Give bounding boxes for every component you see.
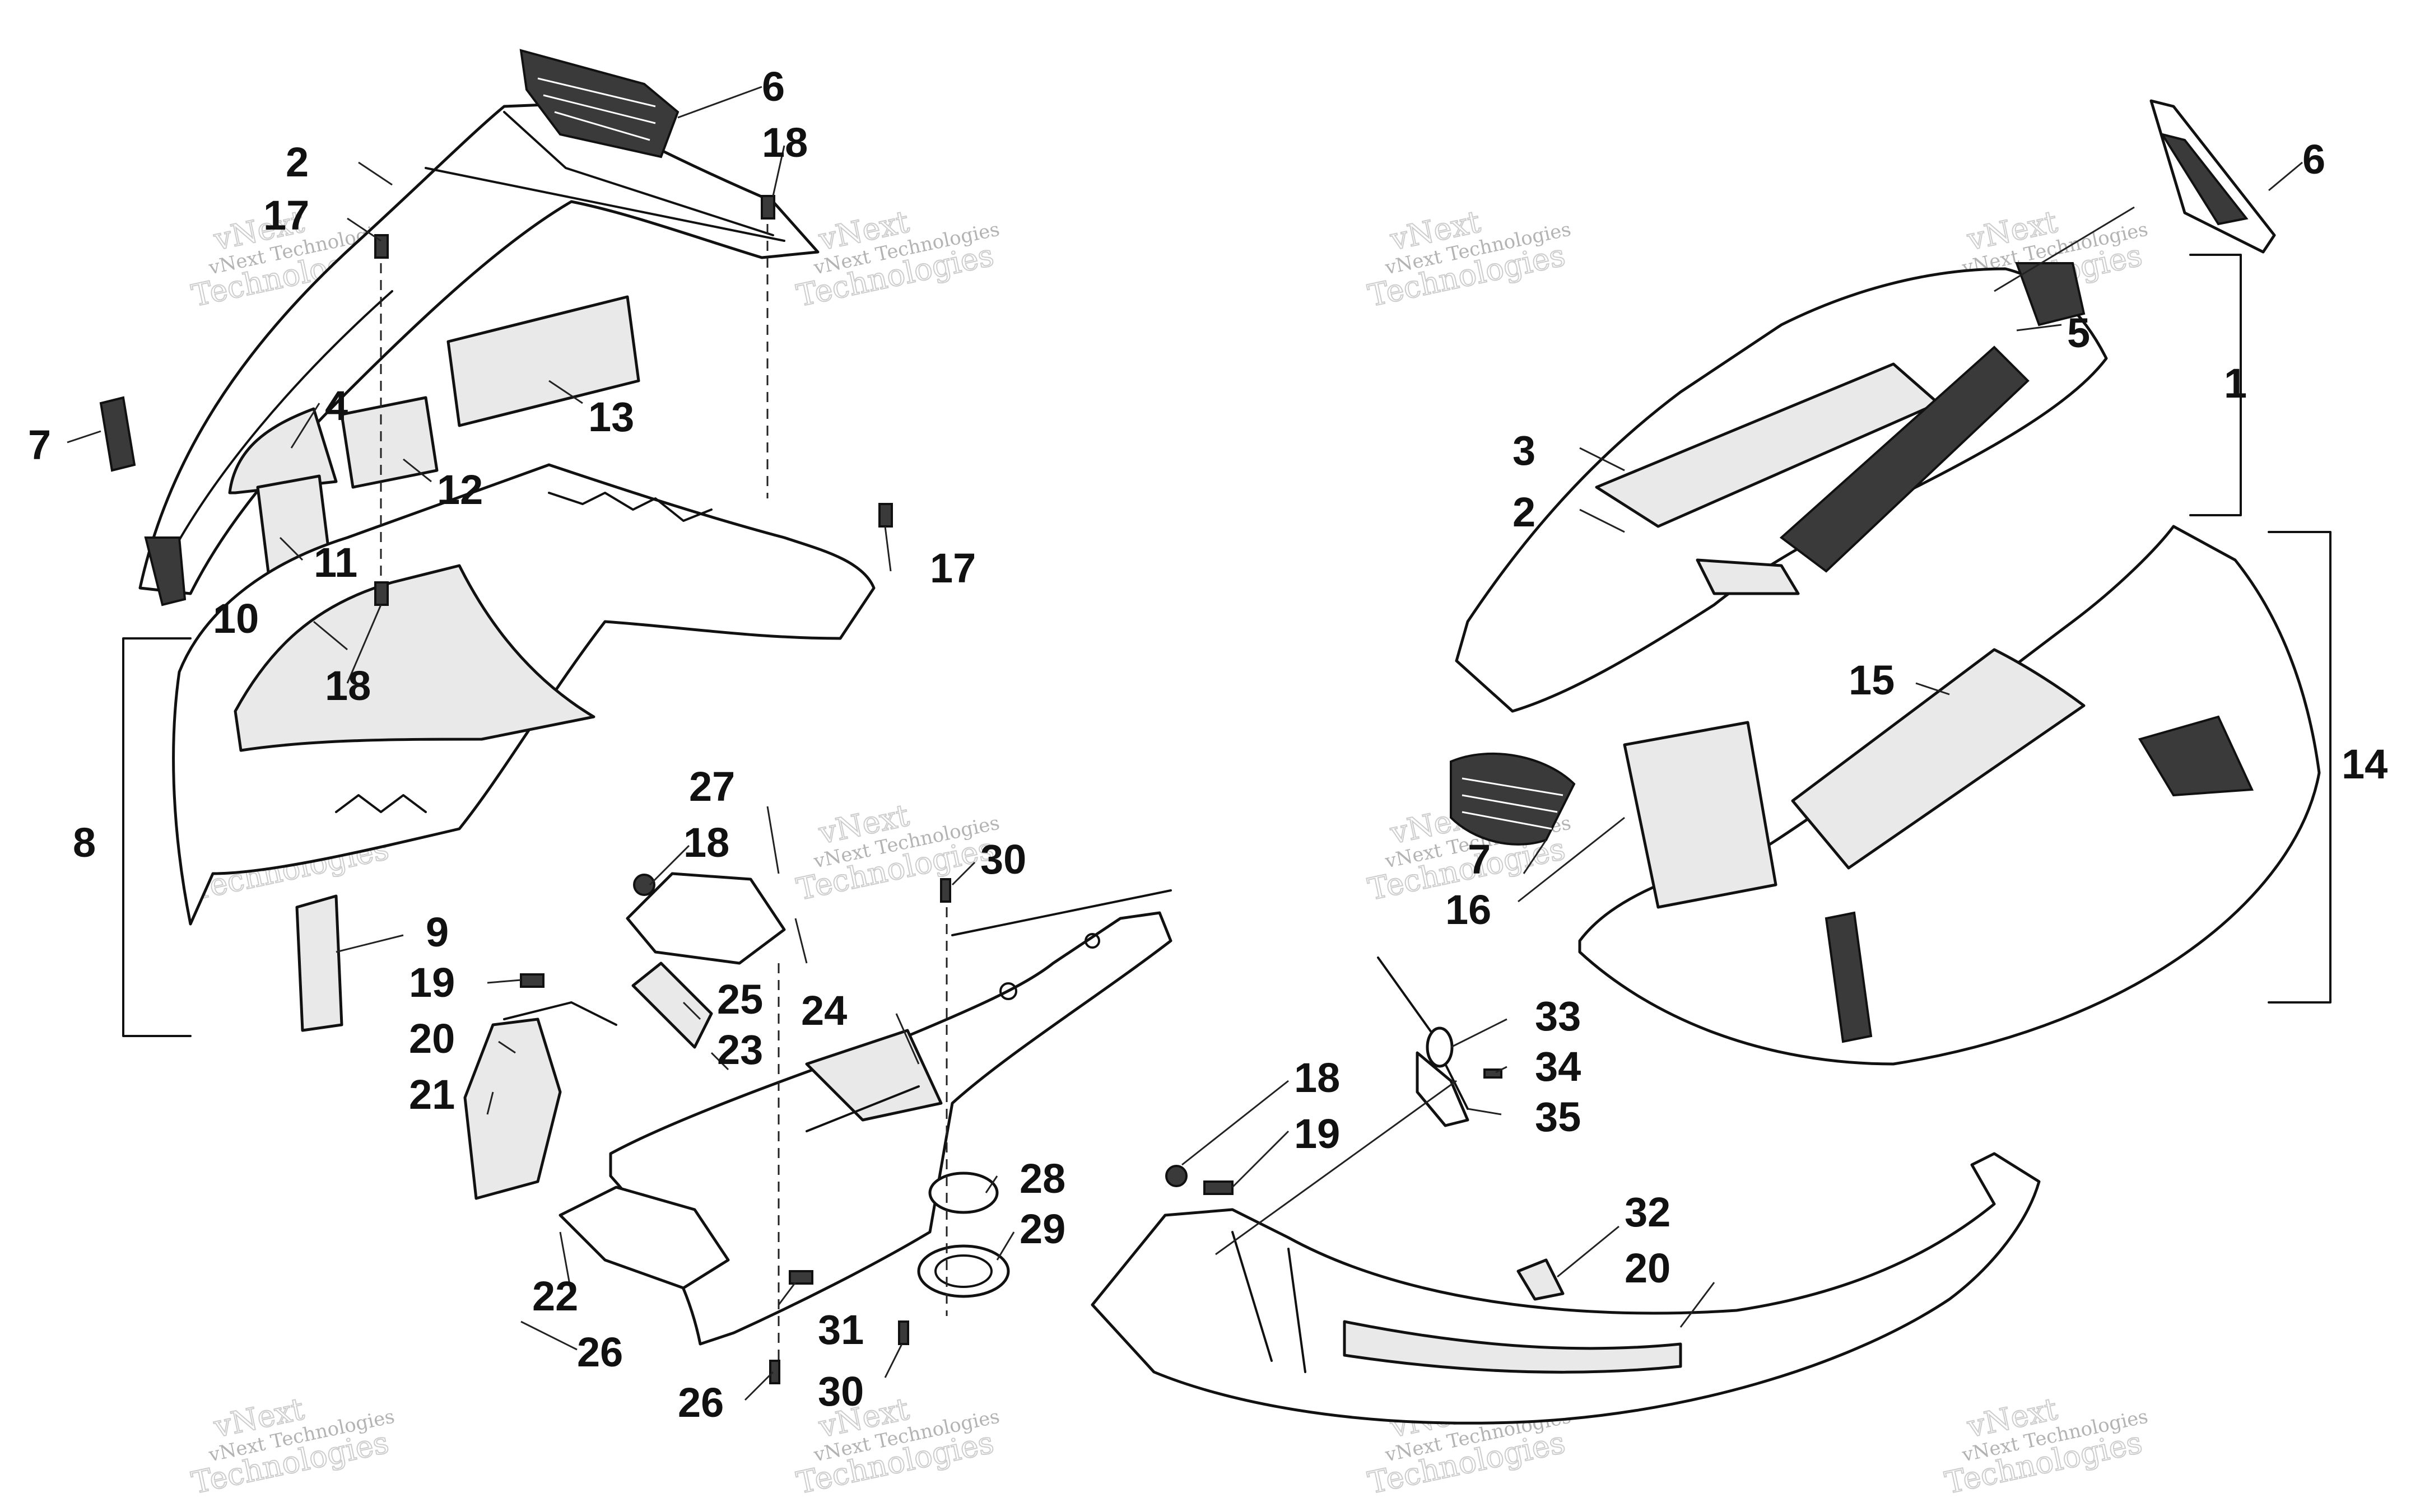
watermark: vNext vNext Technologies Technologies: [793, 1390, 1002, 1501]
callout-10: 10: [213, 595, 259, 642]
grille-part: [99, 396, 136, 472]
callout-29: 29: [1020, 1206, 1065, 1252]
callout-3: 3: [1513, 427, 1535, 474]
callout-14: 14: [2342, 741, 2388, 787]
decal-4: [228, 407, 338, 494]
callout-8: 8: [73, 819, 96, 866]
decal-13: [446, 295, 640, 427]
ring-parts: [917, 1172, 1010, 1298]
decal-9: [295, 894, 343, 1032]
callout-23: 23: [717, 1026, 763, 1073]
callout-33: 33: [1535, 993, 1581, 1039]
callout-2b: 2: [1513, 489, 1535, 535]
channel-part: [559, 1186, 730, 1290]
callout-6b: 6: [2302, 136, 2325, 183]
shield-25: [631, 962, 713, 1049]
callout-20b: 20: [1625, 1245, 1670, 1291]
decals: [228, 295, 640, 578]
callout-27: 27: [689, 763, 735, 810]
chassis-part: [1091, 1152, 2041, 1425]
callout-11: 11: [314, 539, 357, 586]
vent-right-part: [2149, 99, 2276, 254]
callout-30b: 30: [818, 1368, 864, 1415]
watermark: vNext vNext Technologies Technologies: [793, 797, 1002, 908]
front-panel-part: [172, 463, 876, 926]
callout-5: 5: [2067, 310, 2090, 356]
callout-21: 21: [409, 1071, 455, 1118]
callout-7b: 7: [1468, 836, 1491, 883]
callout-28: 28: [1020, 1155, 1065, 1202]
callout-17b: 17: [930, 545, 976, 591]
callout-31: 31: [818, 1306, 864, 1353]
decal-12: [340, 396, 439, 489]
cable-part: [1377, 956, 1502, 1127]
callout-1: 1: [2224, 360, 2247, 407]
watermark: vNext vNext Technologies Technologies: [1942, 1390, 2150, 1501]
callout-26b: 26: [678, 1379, 724, 1426]
side-bracket-part: [463, 1001, 617, 1200]
callout-20: 20: [409, 1015, 455, 1062]
callout-30: 30: [980, 836, 1026, 883]
callout-2: 2: [286, 139, 309, 185]
callout-32: 32: [1625, 1189, 1670, 1235]
callout-24: 24: [801, 987, 847, 1034]
assembly-lines-left: [380, 224, 948, 1361]
callout-19: 19: [409, 959, 455, 1006]
watermark: vNext vNext Technologies Technologies: [188, 1390, 397, 1501]
callout-16: 16: [1445, 886, 1491, 933]
callout-35: 35: [1535, 1094, 1581, 1140]
callout-4: 4: [325, 382, 348, 429]
grille-right-part: [1450, 752, 1576, 846]
callout-7: 7: [28, 422, 51, 468]
callout-12: 12: [437, 466, 483, 513]
callout-9: 9: [426, 909, 449, 955]
callout-34: 34: [1535, 1043, 1581, 1090]
fasteners-right: [1165, 1165, 1234, 1195]
hood-right-part: [1455, 262, 2108, 713]
callout-labels: 6 2 18 17 4 13 7 12 11 17 10 18 8 27 18 …: [28, 63, 2388, 1426]
leader-lines: [67, 86, 2303, 1401]
watermark: vNext vNext Technologies Technologies: [1365, 203, 1573, 314]
callout-22: 22: [532, 1273, 578, 1319]
callout-25: 25: [717, 976, 763, 1023]
side-panel-part: [1578, 525, 2321, 1066]
bellypan-part: [609, 889, 1172, 1346]
group-brackets: [122, 254, 2331, 1037]
callout-19b: 19: [1294, 1110, 1340, 1157]
callout-15: 15: [1849, 657, 1895, 703]
callout-17: 17: [263, 192, 309, 239]
callout-13: 13: [588, 394, 634, 440]
callout-6: 6: [762, 63, 785, 110]
callout-18d: 18: [1294, 1054, 1340, 1101]
watermark: vNext vNext Technologies Technologies: [793, 203, 1002, 314]
bracket-27: [626, 872, 786, 965]
watermark-group: vNext vNext Technologies Technologies vN…: [188, 203, 2150, 1501]
callout-26: 26: [577, 1329, 623, 1375]
callout-18b: 18: [325, 662, 371, 709]
callout-18c: 18: [683, 819, 729, 866]
vent-part: [519, 49, 680, 158]
callout-18: 18: [762, 119, 808, 166]
